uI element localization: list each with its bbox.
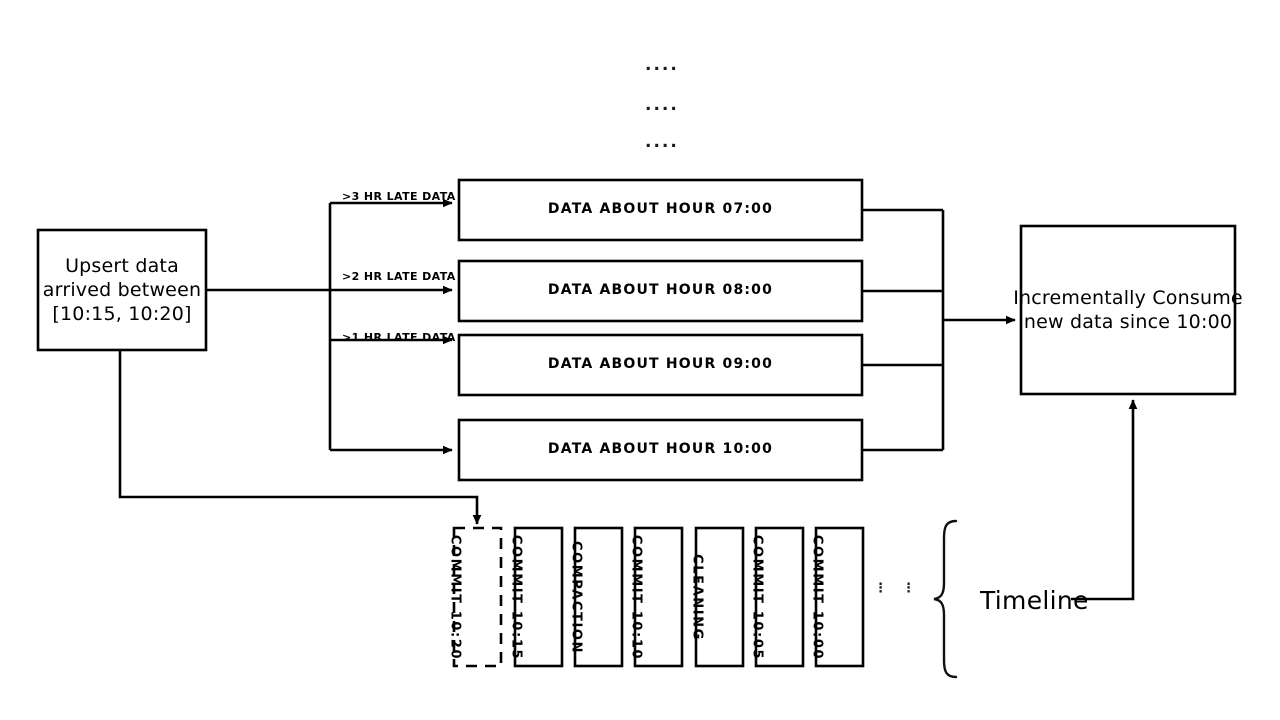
- ellipsis-row-3: ....: [645, 132, 679, 152]
- commit-box-10-15: [513, 526, 564, 668]
- upsert-source-text: Upsert data arrived between [10:15, 10:2…: [38, 230, 206, 350]
- data-box-label-hour-07: DATA ABOUT HOUR 07:00: [547, 201, 774, 218]
- incremental-consume-text: Incrementally Consume new data since 10:…: [1013, 226, 1242, 394]
- commit-label-10-05: COMMIT 10:05: [749, 534, 764, 661]
- timeline-ellipsis-2: ⋮: [902, 581, 915, 596]
- timeline-to-consumer-arrow: [1071, 399, 1138, 601]
- timeline-brace-label: Timeline: [980, 586, 1089, 615]
- upsert-source-line-1: Upsert data: [65, 254, 179, 277]
- late-label-3hr: >3 HR LATE DATA: [342, 190, 456, 203]
- commit-label-compaction: COMPACTION: [568, 540, 583, 655]
- incremental-consume-line-1: Incrementally Consume: [1013, 286, 1243, 309]
- commit-box-cleaning: [694, 526, 745, 668]
- commit-label-10-15: COMMIT 10:15: [508, 534, 523, 661]
- upsert-source-box: [36, 228, 208, 352]
- data-box-label-hour-10: DATA ABOUT HOUR 10:00: [547, 441, 774, 458]
- timeline-ellipsis-1: ⋮: [874, 581, 887, 596]
- ellipsis-row-1: ....: [645, 55, 679, 75]
- source-to-timeline-path: [118, 350, 482, 525]
- commit-box-10-10: [633, 526, 684, 668]
- commit-label-10-20: COMMIT 10:20: [447, 534, 462, 661]
- commit-box-compaction: [573, 526, 624, 668]
- late-label-2hr: >2 HR LATE DATA: [342, 270, 456, 283]
- upsert-source-line-3: [10:15, 10:20]: [52, 303, 192, 326]
- commit-box-10-05: [754, 526, 805, 668]
- data-box-hour-09: [457, 333, 864, 397]
- commit-label-10-00: COMMIT 10:00: [809, 534, 824, 661]
- data-box-hour-10: [457, 418, 864, 482]
- upsert-source-line-2: arrived between: [42, 278, 202, 301]
- data-box-label-hour-09: DATA ABOUT HOUR 09:00: [547, 356, 774, 373]
- commit-box-10-00: [814, 526, 865, 668]
- timeline-brace: [933, 519, 958, 679]
- commit-label-10-10: COMMIT 10:10: [628, 534, 643, 661]
- commit-box-10-20: [452, 526, 503, 668]
- late-label-1hr: >1 HR LATE DATA: [342, 331, 456, 344]
- data-box-label-hour-08: DATA ABOUT HOUR 08:00: [547, 282, 774, 299]
- commit-label-cleaning: CLEANING: [689, 554, 704, 641]
- incremental-consume-line-2: new data since 10:00: [1023, 311, 1233, 333]
- ellipsis-row-2: ....: [645, 95, 679, 115]
- incremental-consume-box: [1019, 224, 1237, 396]
